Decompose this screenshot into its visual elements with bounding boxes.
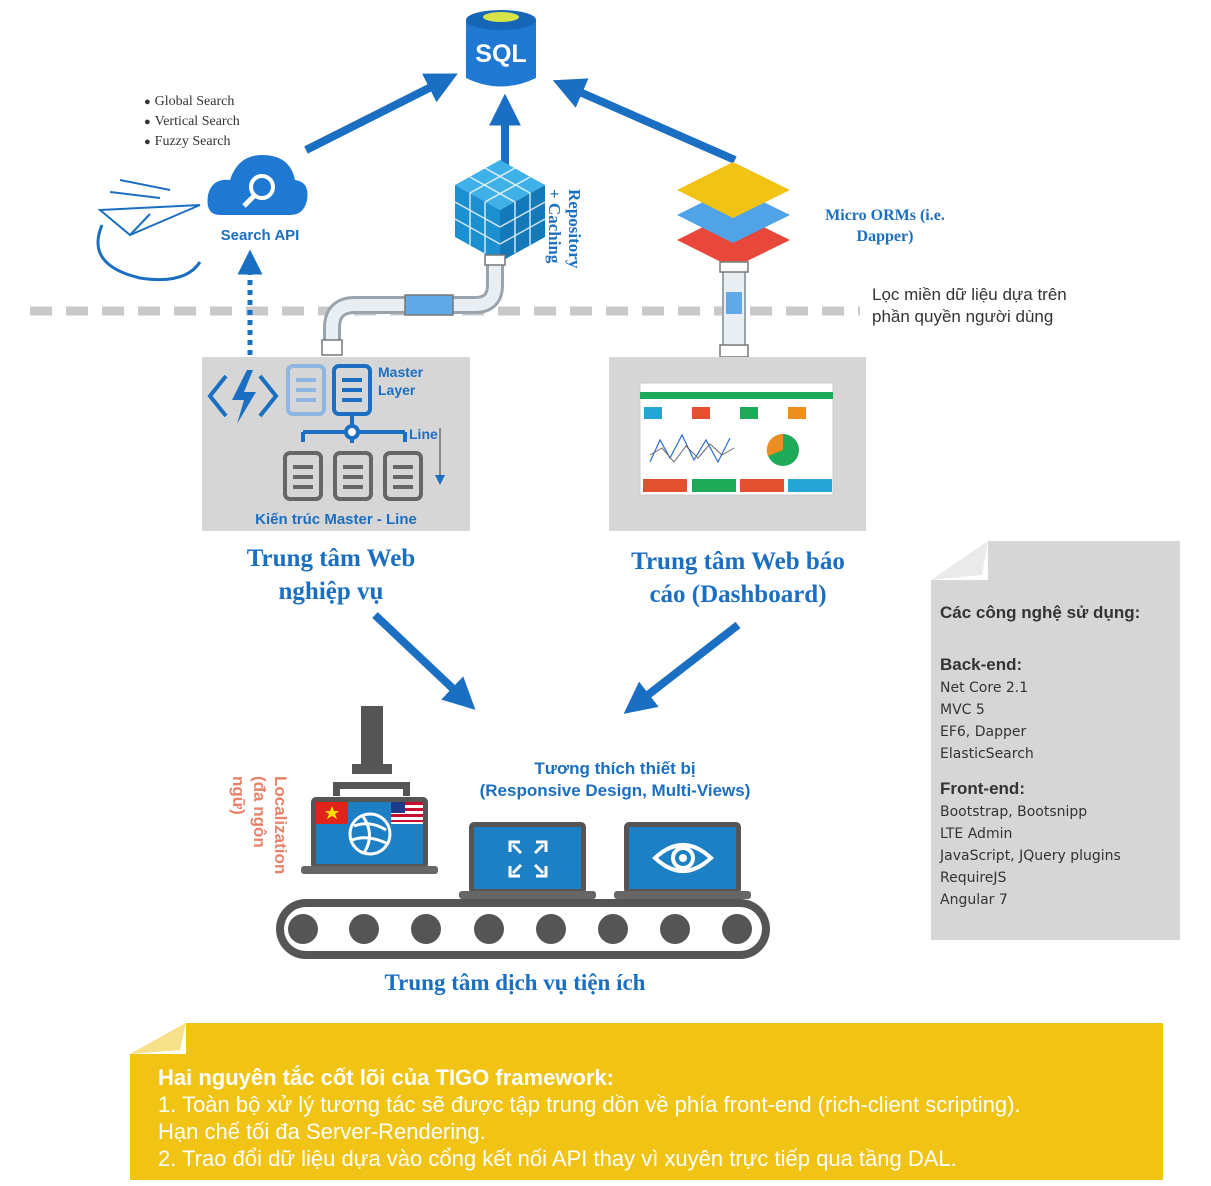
localization-label-line2: (đa ngôn: [250, 776, 269, 848]
dashboard-web-title-line2: cáo (Dashboard): [649, 581, 827, 608]
arrow-business-to-utility: [372, 612, 476, 710]
filter-label-line1: Lọc miền dữ liệu dựa trên: [872, 285, 1067, 304]
filter-label-line2: phần quyền người dùng: [872, 307, 1054, 326]
business-web-title-line1: Trung tâm Web: [246, 545, 416, 572]
responsive-label-line1: Tương thích thiết bị: [534, 759, 696, 778]
business-web-title: Trung tâm Web nghiệp vụ: [190, 542, 472, 608]
master-line-caption: Kiến trúc Master - Line: [255, 511, 417, 528]
tech-item: RequireJS: [940, 870, 1007, 886]
search-features-list: Global Search Vertical Search Fuzzy Sear…: [144, 92, 240, 152]
tech-item: Angular 7: [940, 892, 1008, 908]
laptop-icon: [459, 822, 596, 899]
pipe-orm-to-dashboard: [719, 261, 749, 358]
repository-label-line1: Repository: [565, 189, 584, 269]
azure-function-icon: [207, 370, 279, 424]
localization-label: Localization (đa ngôn ngữ): [217, 774, 293, 899]
principle-line: 1. Toàn bộ xử lý tương tác sẽ được tập t…: [158, 1092, 1021, 1117]
tech-item: Bootstrap, Bootsnipp: [940, 804, 1088, 820]
repository-label: Repository + Caching: [540, 185, 590, 285]
tech-item: EF6, Dapper: [940, 724, 1027, 740]
master-layer-label-line2: Layer: [378, 382, 416, 398]
tech-list-backend: Net Core 2.1 MVC 5 EF6, Dapper ElasticSe…: [940, 677, 1172, 765]
tech-item: JavaScript, JQuery plugins: [940, 848, 1121, 864]
arrow-orm-to-sql: [552, 78, 737, 164]
robot-arm: [333, 706, 410, 796]
pipe-repo-to-master: [321, 254, 506, 356]
tech-box-bg: [931, 541, 1180, 940]
tech-item: LTE Admin: [940, 826, 1013, 842]
search-feature-item: Fuzzy Search: [144, 132, 240, 152]
expand-icon: [508, 840, 548, 878]
line-label: Line: [409, 426, 438, 442]
sql-database-icon: [466, 10, 536, 87]
master-layer-label: Master Layer: [378, 363, 423, 399]
line-documents: [283, 451, 423, 501]
localization-label-line3: ngữ): [229, 776, 248, 815]
tech-box: Các công nghệ sử dụng: Back-end: Net Cor…: [940, 603, 1172, 911]
tech-item: ElasticSearch: [940, 746, 1034, 762]
principle-line: Hạn chế tối đa Server-Rendering.: [158, 1119, 486, 1144]
flag-vietnam-icon: [316, 802, 348, 824]
utility-center-title: Trung tâm dịch vụ tiện ích: [384, 970, 646, 995]
repository-label-line2: + Caching: [545, 189, 564, 264]
document-icon: [332, 364, 372, 416]
dashboard-web-title-line1: Trung tâm Web báo: [631, 548, 845, 575]
search-api-label: Search API: [220, 227, 300, 244]
layers-icon: [677, 162, 790, 268]
dashboard-screenshot: [639, 382, 834, 496]
principles-box-bg: [130, 1023, 1163, 1180]
principle-line: 2. Trao đổi dữ liệu dựa vào cổng kết nối…: [158, 1146, 957, 1171]
document-icon: [286, 364, 326, 416]
frontend-title: Front-end:: [940, 779, 1025, 798]
arrow-search-to-sql: [304, 73, 458, 154]
principles-box: Hai nguyên tắc cốt lõi của TIGO framewor…: [158, 1064, 1153, 1172]
filter-label: Lọc miền dữ liệu dựa trên phần quyền ngư…: [872, 284, 1067, 328]
eye-icon: [652, 843, 714, 873]
business-web-title-line2: nghiệp vụ: [278, 578, 384, 605]
master-layer-label-line1: Master: [378, 364, 424, 380]
cube-icon: [454, 160, 546, 262]
principles-title: Hai nguyên tắc cốt lõi của TIGO framewor…: [158, 1065, 614, 1090]
backend-title: Back-end:: [940, 655, 1023, 674]
arrow-dashboard-to-utility: [623, 621, 741, 714]
sql-label: SQL: [475, 40, 527, 68]
responsive-label: Tương thích thiết bị (Responsive Design,…: [440, 758, 790, 802]
cloud-search-icon: [207, 155, 308, 215]
micro-orm-label-line2: Dapper): [856, 228, 914, 245]
tech-title: Các công nghệ sử dụng:: [940, 603, 1141, 622]
localization-label-line1: Localization: [271, 776, 290, 875]
tech-item: MVC 5: [940, 702, 985, 718]
dashboard-web-title: Trung tâm Web báo cáo (Dashboard): [590, 545, 886, 611]
tech-item: Net Core 2.1: [940, 680, 1029, 696]
master-line-connector: [301, 416, 407, 443]
search-feature-item: Global Search: [144, 92, 240, 112]
micro-orm-label-line1: Micro ORMs (i.e.: [825, 207, 945, 224]
search-feature-item: Vertical Search: [144, 112, 240, 132]
flag-usa-icon: [391, 802, 423, 824]
paper-plane-icon: [96, 179, 202, 282]
globe-icon: [348, 812, 392, 856]
tech-list-frontend: Bootstrap, Bootsnipp LTE Admin JavaScrip…: [940, 801, 1172, 911]
micro-orm-label: Micro ORMs (i.e. Dapper): [800, 205, 970, 247]
responsive-label-line2: (Responsive Design, Multi-Views): [479, 781, 751, 800]
conveyor-belt-icon: [276, 899, 770, 959]
